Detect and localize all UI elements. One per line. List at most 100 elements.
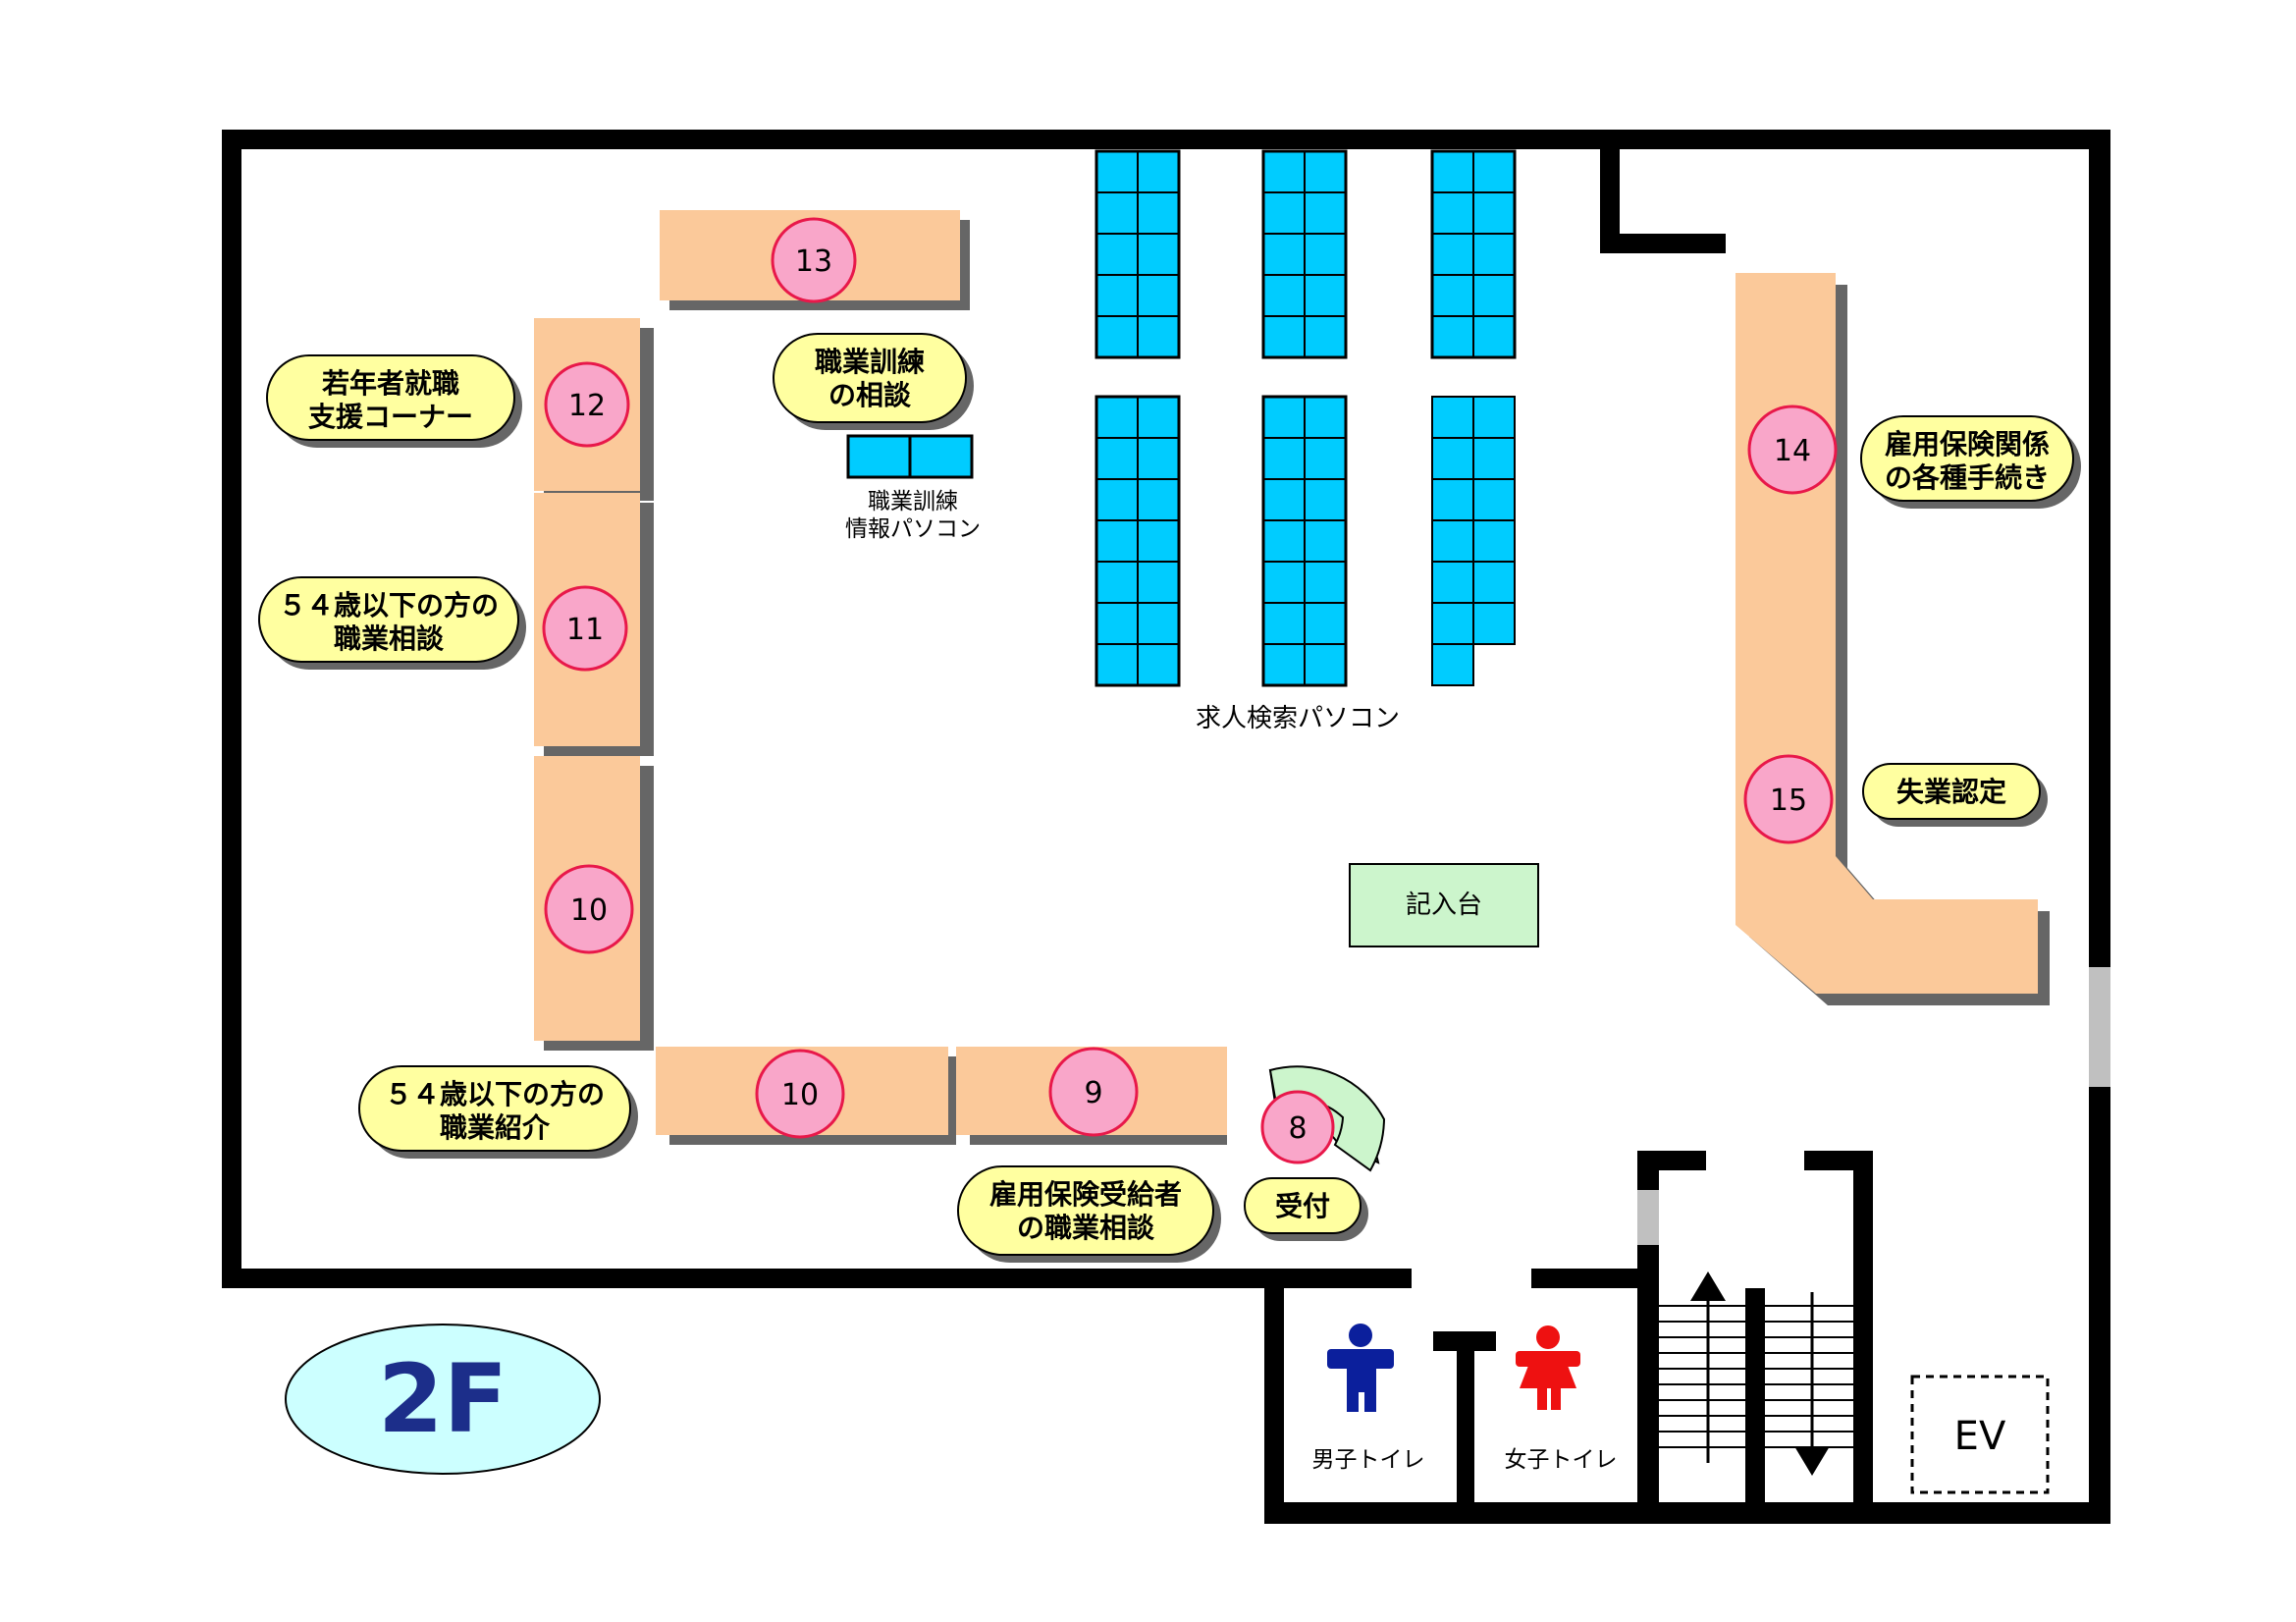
counter-14-15 <box>1735 273 2050 1005</box>
pc-seat <box>1262 396 1306 439</box>
pc-seat <box>1472 478 1516 521</box>
pc-seat <box>1304 191 1347 235</box>
svg-text:若年者就職: 若年者就職 <box>322 367 459 400</box>
pc-seat <box>1262 437 1306 480</box>
pc-seat <box>1472 274 1516 317</box>
window-15-number: 15 <box>1770 784 1807 818</box>
training-pc-label-2: 情報パソコン <box>845 516 981 542</box>
window-14: 14 <box>1747 405 1838 495</box>
pc-seat <box>1137 191 1180 235</box>
window-13-number: 13 <box>795 244 832 279</box>
pc-seat <box>1472 519 1516 563</box>
pc-seat <box>1095 561 1139 604</box>
job-search-pc-grid <box>1095 149 1517 687</box>
pc-seat <box>1431 396 1474 439</box>
pc-block <box>1261 149 1348 359</box>
window-12: 12 <box>544 361 630 448</box>
door-right <box>2089 967 2110 1087</box>
wall-right <box>2089 130 2110 1524</box>
pc-seat <box>1095 191 1139 235</box>
wall-stair-middle <box>1745 1288 1765 1502</box>
label-reception: 受付 <box>1244 1177 1368 1241</box>
pc-seat <box>1262 233 1306 276</box>
pc-seat <box>1137 233 1180 276</box>
writing-desk-label: 記入台 <box>1406 891 1482 920</box>
svg-text:５４歳以下の方の: ５４歳以下の方の <box>279 589 499 622</box>
pc-seat <box>1095 233 1139 276</box>
label-insurance-recipients: 雇用保険受給者 の職業相談 <box>957 1165 1221 1263</box>
wall-toilet-divider <box>1457 1337 1474 1502</box>
elevator <box>1910 1375 2050 1494</box>
pc-seat <box>1472 561 1516 604</box>
pc-block <box>1095 395 1181 687</box>
pc-seat <box>1431 191 1474 235</box>
svg-text:雇用保険関係: 雇用保険関係 <box>1885 428 2050 460</box>
pc-block <box>1095 149 1181 359</box>
svg-text:５４歳以下の方の: ５４歳以下の方の <box>385 1078 605 1110</box>
svg-text:受付: 受付 <box>1275 1190 1330 1222</box>
pc-seat <box>1431 274 1474 317</box>
pc-seat <box>1137 396 1180 439</box>
label-insurance-procedures: 雇用保険関係 の各種手続き <box>1860 415 2081 509</box>
label-youth-support: 若年者就職 支援コーナー <box>266 354 522 448</box>
pc-seat <box>1095 274 1139 317</box>
label-intro-54: ５４歳以下の方の 職業紹介 <box>358 1065 638 1159</box>
pc-block <box>1430 149 1517 359</box>
pc-seat <box>1431 602 1474 645</box>
pc-seat <box>1262 602 1306 645</box>
pc-seat <box>1262 478 1306 521</box>
svg-text:職業紹介: 職業紹介 <box>440 1111 551 1144</box>
pc-seat <box>1262 315 1306 358</box>
pc-seat <box>1304 519 1347 563</box>
window-11-number: 11 <box>566 613 604 647</box>
window-14-number: 14 <box>1774 434 1811 468</box>
pc-seat <box>1095 519 1139 563</box>
pc-seat <box>1262 191 1306 235</box>
pc-seat <box>1304 478 1347 521</box>
wall-bottom-right <box>1264 1502 2110 1524</box>
pc-seat <box>1095 396 1139 439</box>
window-11: 11 <box>542 585 628 672</box>
wall-top <box>222 130 2110 149</box>
svg-text:失業認定: 失業認定 <box>1896 776 2006 808</box>
pc-seat <box>1095 315 1139 358</box>
pc-seat <box>1304 643 1347 686</box>
pc-seat <box>1304 561 1347 604</box>
pc-seat <box>1095 478 1139 521</box>
pc-seat <box>1095 643 1139 686</box>
pc-seat <box>1137 602 1180 645</box>
wall-notch-horizontal <box>1600 234 1726 253</box>
label-training-consult: 職業訓練 の相談 <box>773 333 974 430</box>
window-10-number-horizontal: 10 <box>781 1078 819 1112</box>
pc-seat <box>1262 561 1306 604</box>
pc-seat <box>1431 150 1474 193</box>
pc-seat <box>1095 150 1139 193</box>
training-pc <box>846 434 974 479</box>
pc-seat <box>1472 150 1516 193</box>
wall-bottom-left <box>222 1269 1412 1288</box>
service-labels: 若年者就職 支援コーナー ５４歳以下の方の 職業相談 ５４歳以下の方の 職業紹介… <box>258 333 2081 1263</box>
pc-seat <box>1262 274 1306 317</box>
label-consult-54: ５４歳以下の方の 職業相談 <box>258 576 526 670</box>
pc-seat <box>1304 150 1347 193</box>
wall-stair-right <box>1853 1151 1873 1502</box>
svg-text:職業相談: 職業相談 <box>334 622 445 655</box>
pc-seat <box>1262 519 1306 563</box>
wall-toilet-divider-cap <box>1433 1331 1496 1351</box>
pc-seat <box>1472 191 1516 235</box>
pc-seat <box>1304 602 1347 645</box>
pc-seat <box>1137 274 1180 317</box>
floor-badge <box>285 1324 601 1475</box>
pc-seat <box>1304 437 1347 480</box>
window-10-vertical: 10 <box>544 864 634 954</box>
window-number-circles: 13 12 11 10 10 9 8 14 15 <box>542 217 1838 1164</box>
pc-seat <box>1431 315 1474 358</box>
pc-seat <box>1431 437 1474 480</box>
womens-toilet-icon <box>1516 1325 1580 1410</box>
job-search-pc-label: 求人検索パソコン <box>1196 704 1400 733</box>
pc-seat <box>1137 519 1180 563</box>
label-unemployment-cert: 失業認定 <box>1862 763 2048 827</box>
window-8-number: 8 <box>1288 1111 1307 1146</box>
elevator-label: EV <box>1954 1414 2006 1459</box>
